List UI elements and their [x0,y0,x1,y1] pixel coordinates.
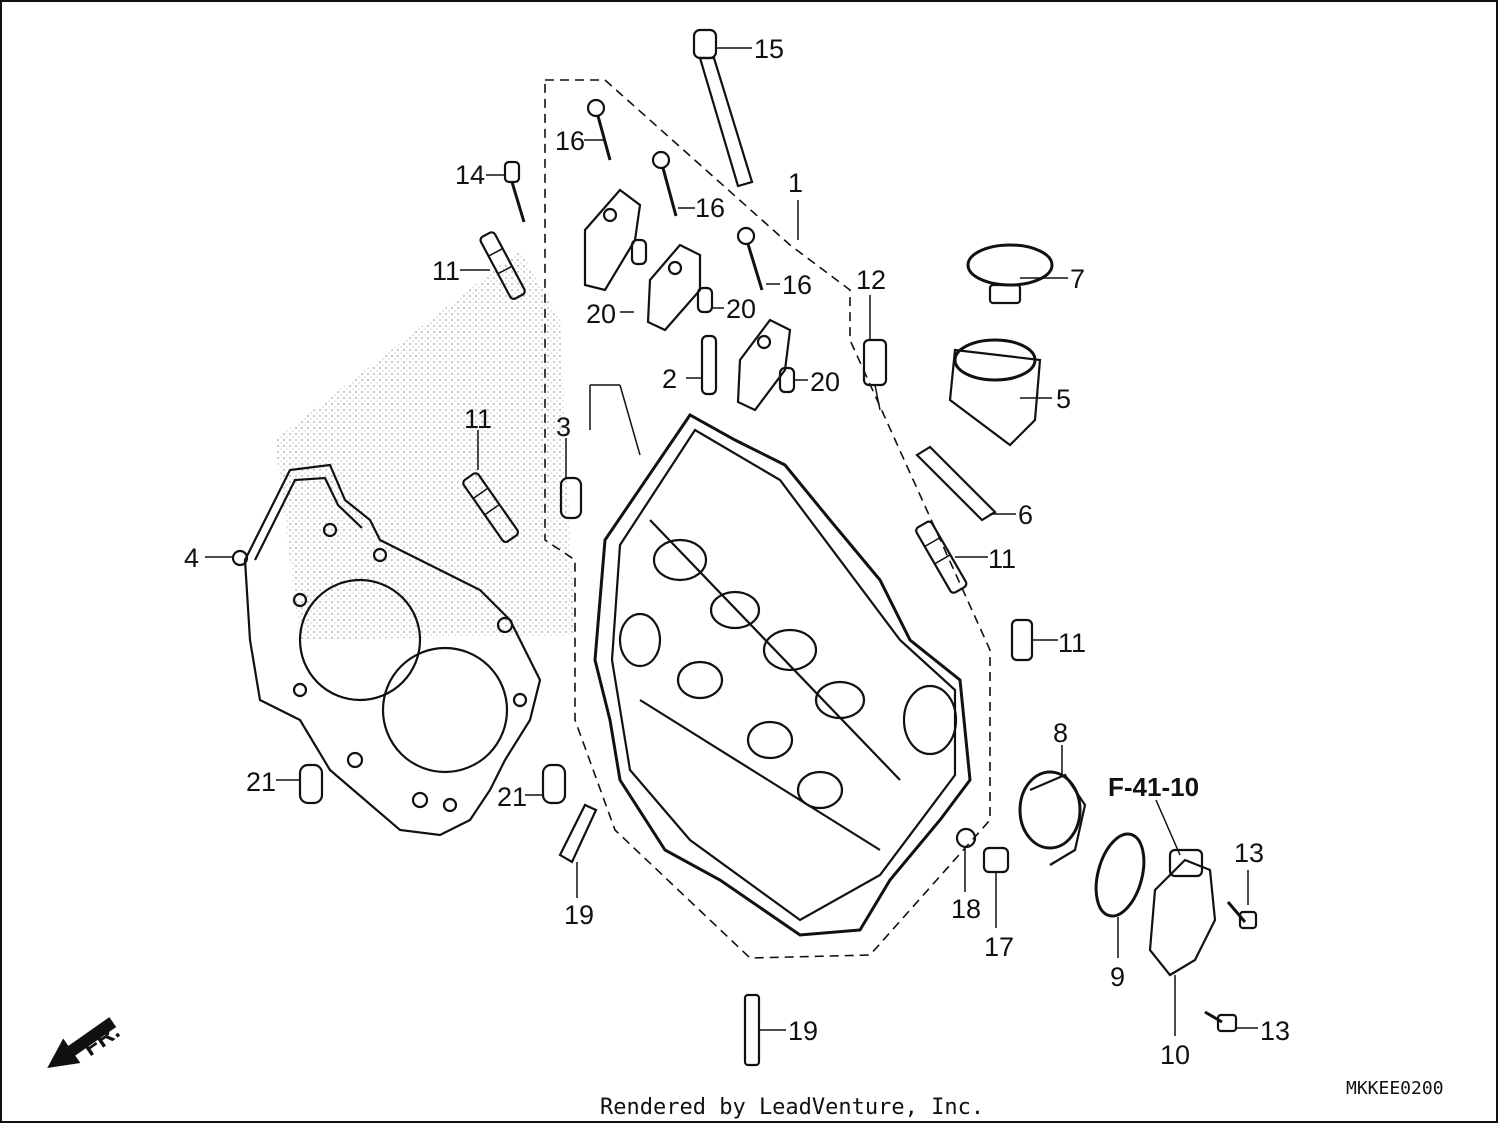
bolt-16-b [651,150,678,217]
bolt-15 [692,28,754,188]
callout-14: 14 [455,160,485,190]
callout-5: 5 [1056,384,1071,414]
callout-6: 6 [1018,500,1033,530]
o-ring [1094,832,1146,918]
front-arrow-icon [47,1017,117,1068]
projection-shade [275,250,575,640]
cam-holder-b [646,243,702,332]
dowel-20-b [696,286,714,314]
washer-18 [955,827,977,849]
hose-clamp [966,243,1054,305]
thermostat-housing [948,338,1042,447]
callout-16-c: 16 [782,270,812,300]
pipe-6 [915,445,997,522]
callout-19-b: 19 [788,1016,818,1046]
stud-19-upper [558,803,598,864]
callout-19-a: 19 [564,900,594,930]
callout-3: 3 [556,412,571,442]
bolt-16-a [586,98,612,161]
dowel-pin-right [541,763,567,805]
dowel-20-a [630,238,648,266]
callout-2: 2 [662,364,677,394]
spark-plug-right [915,520,968,594]
callout-4: 4 [184,543,199,573]
callout-7: 7 [1070,264,1085,294]
bolt-14 [503,160,526,223]
callout-11-d: 11 [1058,628,1086,658]
bolt-16-c [736,226,764,291]
water-outlet [1148,848,1217,977]
head-gasket [231,463,542,837]
bolt-13-lower [1204,1010,1238,1033]
cam-holder-a [583,188,642,292]
front-direction-label: FR. [78,1017,125,1061]
callout-17: 17 [984,932,1014,962]
cylinder-head [593,413,972,937]
callout-18: 18 [951,894,981,924]
callout-21-a: 21 [246,767,276,797]
assembly-outline [544,79,991,959]
cam-holder-c [736,318,792,412]
diagram-code: MKKEE0200 [1346,1078,1444,1099]
reference-label[interactable]: F-41-10 [1108,772,1199,802]
callout-10: 10 [1160,1040,1190,1070]
credit-text: Rendered by LeadVenture, Inc. [600,1095,984,1120]
leader-lines [205,47,1258,1036]
plug-17 [982,846,1010,874]
spark-plug-lower [1010,618,1034,662]
dowel-20-c [778,366,796,394]
callout-12: 12 [856,265,886,295]
callout-11-b: 11 [464,404,492,434]
callout-9: 9 [1110,962,1125,992]
callout-20-a: 20 [586,299,616,329]
callout-13-b: 13 [1260,1016,1290,1046]
callout-16-b: 16 [695,193,725,223]
callout-11-c: 11 [988,544,1016,574]
callout-20-c: 20 [810,367,840,397]
bolt-13-upper [1226,901,1258,930]
stud-19-lower [743,993,761,1067]
thermostat [1018,770,1087,866]
spark-plug-middle [462,472,520,544]
temp-sensor [862,338,888,411]
callout-20-b: 20 [726,294,756,324]
pin-2 [700,334,718,396]
callout-15: 15 [754,34,784,64]
callout-1: 1 [788,168,803,198]
callout-21-b: 21 [497,782,527,812]
dowel-3 [559,476,583,520]
callout-13-a: 13 [1234,838,1264,868]
dowel-pin-left [298,763,324,805]
callout-16-a: 16 [555,126,585,156]
spark-plug-upper [479,231,526,300]
callout-8: 8 [1053,718,1068,748]
callout-11-a: 11 [432,256,460,286]
